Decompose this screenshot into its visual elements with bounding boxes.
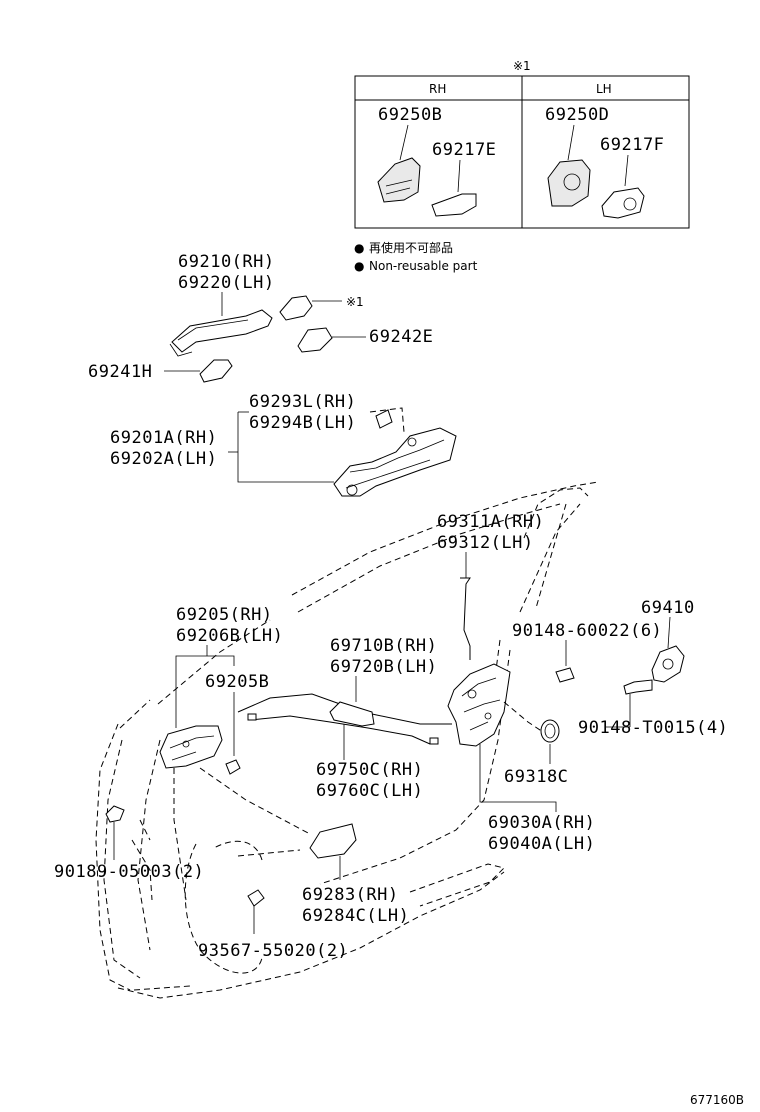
legend-jp: 再使用不可部品	[369, 240, 453, 255]
label-69202a: 69202A(LH)	[110, 449, 217, 469]
seal-69318c-shape	[540, 719, 560, 743]
label-69201a: 69201A(RH)	[110, 428, 217, 448]
label-69206b: 69206B(LH)	[176, 626, 283, 646]
clip-90189-shape	[105, 805, 125, 823]
legend-bullet-2: ●	[354, 259, 364, 273]
lock-rod-group: 69311A(RH) 69312(LH)	[437, 512, 544, 660]
label-69760c: 69760C(LH)	[316, 781, 423, 801]
door-lock-shape	[447, 663, 511, 747]
legend: ● 再使用不可部品 ● Non-reusable part	[354, 240, 478, 273]
frame-group: 69293L(RH) 69294B(LH) 69201A(RH) 69202A(…	[110, 392, 457, 497]
label-69040a: 69040A(LH)	[488, 834, 595, 854]
inside-handle-shape	[159, 725, 223, 769]
label-69312: 69312(LH)	[437, 533, 534, 553]
label-69720b: 69720B(LH)	[330, 657, 437, 677]
label-69242e: 69242E	[369, 327, 433, 347]
part-69250b: 69250B	[378, 105, 442, 125]
lock-rod-shape	[460, 577, 471, 660]
diagram-id: 677160B	[690, 1093, 744, 1107]
label-93567: 93567-55020(2)	[198, 941, 348, 961]
label-90148-t0015: 90148-T0015(4)	[578, 718, 728, 738]
handle-cap-shape	[279, 295, 313, 321]
label-69710b: 69710B(RH)	[330, 636, 437, 656]
label-69205: 69205(RH)	[176, 605, 273, 625]
label-69294b: 69294B(LH)	[249, 413, 356, 433]
label-69293l: 69293L(RH)	[249, 392, 356, 412]
handle-seal-shape	[199, 359, 233, 383]
handle-pad-shape	[297, 327, 333, 353]
legend-bullet-1: ●	[354, 241, 364, 255]
screw-90148-t0015-shape	[623, 679, 653, 695]
handle-cover-lh-shape	[601, 187, 645, 219]
inside-handle-group: 69205(RH) 69206B(LH) 69205B	[159, 605, 311, 901]
label-69284c: 69284C(LH)	[302, 906, 409, 926]
label-69750c: 69750C(RH)	[316, 760, 423, 780]
part-69217e: 69217E	[432, 140, 496, 160]
part-69217f: 69217F	[600, 135, 664, 155]
handle-cover-rh-shape	[431, 193, 477, 217]
screw-90148-60022-shape	[555, 667, 575, 683]
label-69311a: 69311A(RH)	[437, 512, 544, 532]
callout-marker: ※1	[513, 59, 531, 73]
frame-shape	[333, 427, 457, 497]
part-69250d: 69250D	[545, 105, 609, 125]
label-69283: 69283(RH)	[302, 885, 399, 905]
label-90189: 90189-05003(2)	[54, 862, 204, 882]
handle-cap-lh-shape	[547, 159, 591, 207]
label-69030a: 69030A(RH)	[488, 813, 595, 833]
label-69220: 69220(LH)	[178, 273, 275, 293]
screw-69205b-shape	[225, 759, 241, 775]
label-90148-60022: 90148-60022(6)	[512, 621, 662, 641]
striker-group: 69410 90148-60022(6) 90148-T0015(4)	[512, 598, 728, 738]
cover-69283-shape	[309, 823, 357, 859]
label-69318c: 69318C	[504, 767, 568, 787]
outside-handle-shape	[171, 309, 273, 353]
label-69241h: 69241H	[88, 362, 152, 382]
lock-assembly-group: 69318C 69030A(RH) 69040A(LH)	[447, 663, 595, 854]
outside-handle-group: 69210(RH) 69220(LH) ※1 69242E 69241H	[88, 252, 433, 383]
legend-en: Non-reusable part	[369, 259, 478, 273]
callout-table: ※1 RH LH 69250B 69217E 69250D 69217F	[354, 59, 690, 229]
header-rh: RH	[429, 82, 446, 96]
lower-parts-group: 90189-05003(2) 69283(RH) 69284C(LH) 9356…	[54, 805, 409, 961]
header-lh: LH	[596, 82, 612, 96]
striker-shape	[651, 645, 685, 683]
label-69205b: 69205B	[205, 672, 269, 692]
handle-cap-rh-shape	[377, 157, 421, 203]
cables-group: 69710B(RH) 69720B(LH) 69750C(RH) 69760C(…	[237, 636, 452, 801]
open-cable-shape	[249, 715, 431, 745]
screw-93567-shape	[247, 889, 265, 907]
label-69210: 69210(RH)	[178, 252, 275, 272]
label-69410: 69410	[641, 598, 695, 618]
label-cover-ref: ※1	[346, 295, 364, 309]
